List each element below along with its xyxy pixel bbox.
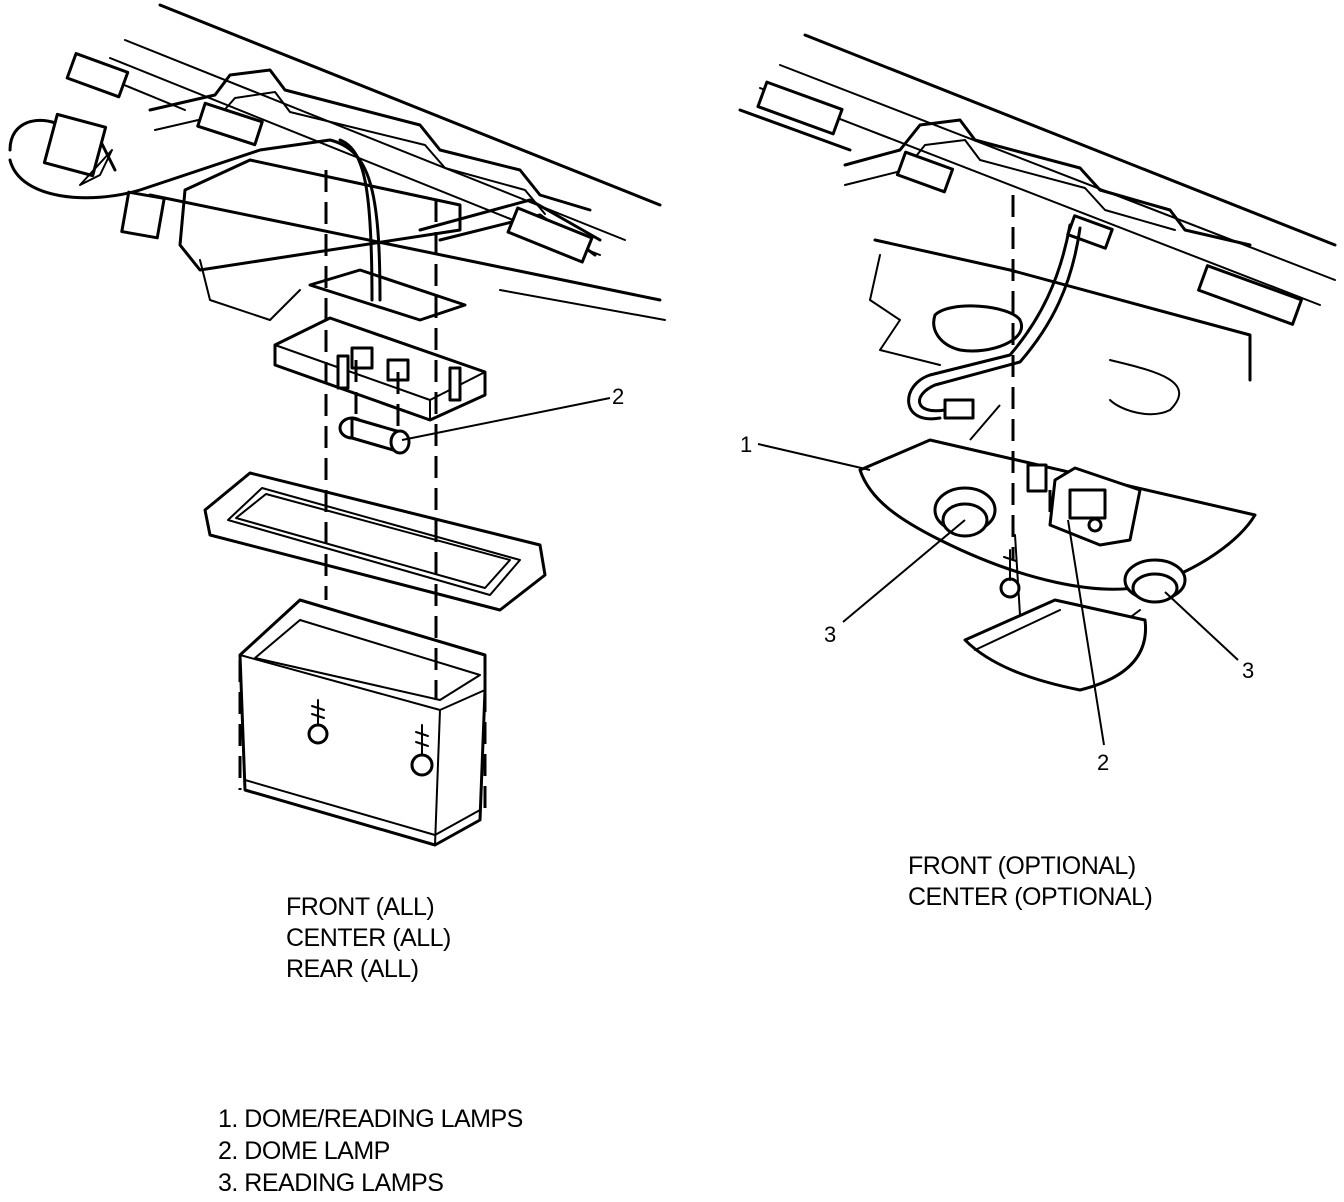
legend-item: 2. DOME LAMP	[218, 1137, 390, 1165]
left-caption-line: REAR (ALL)	[286, 955, 419, 983]
left-lamp-housing	[240, 600, 485, 845]
right-caption: FRONT (OPTIONAL) CENTER (OPTIONAL)	[908, 851, 1153, 913]
legend-item: 3. READING LAMPS	[218, 1169, 444, 1197]
left-harness	[10, 54, 600, 300]
left-callout-2: 2	[612, 384, 625, 409]
right-roof-bracket	[758, 82, 1301, 414]
left-roof-panel	[100, 5, 665, 320]
left-caption: FRONT (ALL) CENTER (ALL) REAR (ALL)	[286, 892, 451, 985]
right-callout-3a: 3	[824, 622, 837, 647]
right-callout-2-leader	[1068, 520, 1104, 745]
left-bulb	[340, 418, 409, 453]
right-callout-1-leader-2	[970, 405, 1000, 440]
right-roof-panel	[740, 35, 1335, 305]
legend-item: 1. DOME/READING LAMPS	[218, 1105, 523, 1133]
right-callout-1: 1	[740, 432, 753, 457]
right-callout-3b: 3	[1242, 658, 1255, 683]
right-callout-3b-leader	[1165, 592, 1238, 660]
right-alignment-lines	[1013, 195, 1050, 560]
left-screws	[309, 700, 432, 775]
right-dome-lamp	[1028, 465, 1140, 545]
right-screw	[1001, 550, 1019, 597]
left-lamp-base	[275, 318, 485, 420]
right-callout-3a-leader	[843, 520, 965, 622]
left-alignment-lines	[240, 170, 485, 815]
left-lens	[205, 473, 545, 610]
parts-legend: 1. DOME/READING LAMPS 2. DOME LAMP 3. RE…	[218, 1103, 523, 1199]
left-mounting-plate	[310, 270, 465, 320]
right-harness	[909, 225, 1080, 419]
right-callout-1-leader	[758, 444, 870, 470]
right-caption-line: CENTER (OPTIONAL)	[908, 883, 1153, 911]
right-callout-2: 2	[1097, 750, 1110, 775]
right-caption-line: FRONT (OPTIONAL)	[908, 852, 1136, 880]
left-caption-line: FRONT (ALL)	[286, 893, 435, 921]
left-caption-line: CENTER (ALL)	[286, 924, 451, 952]
left-callout-2-leader	[402, 398, 610, 440]
